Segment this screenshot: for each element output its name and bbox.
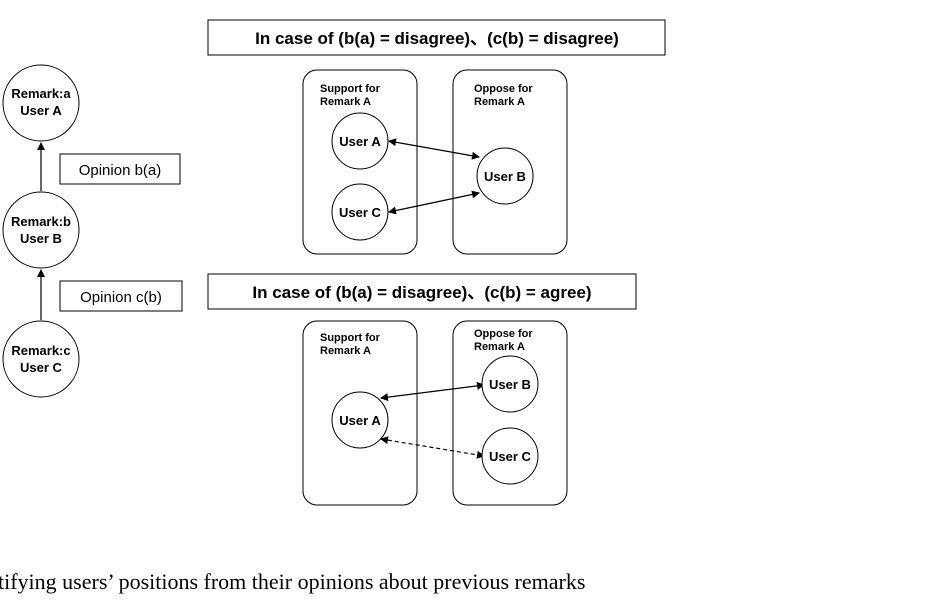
svg-text:User A: User A: [339, 413, 381, 428]
case-2-oppose-subtitle: Remark A: [474, 341, 525, 353]
remark-chain: Remark:a User A Remark:b User B Remark:c…: [2, 64, 183, 398]
svg-text:User A: User A: [339, 134, 381, 149]
remark-a-user: User A: [20, 103, 62, 118]
svg-text:User C: User C: [489, 449, 532, 464]
remark-b-title: Remark:b: [11, 214, 71, 229]
case-1-support-subtitle: Remark A: [320, 96, 371, 108]
case-2: In case of (b(a) = disagree)、(c(b) = agr…: [207, 273, 637, 506]
case-1-user-c: User C: [331, 183, 389, 241]
case-1-arrow-c-b: [388, 190, 480, 215]
case-1-title-box: In case of (b(a) = disagree)、(c(b) = dis…: [207, 19, 666, 56]
figure-caption: tifying users’ positions from their opin…: [0, 569, 585, 594]
case-2-user-a: User A: [331, 391, 389, 449]
svg-text:User B: User B: [484, 169, 526, 184]
case-1: In case of (b(a) = disagree)、(c(b) = dis…: [207, 19, 666, 255]
remark-c-user: User C: [20, 360, 63, 375]
case-1-user-a: User A: [331, 112, 389, 170]
remark-b-node: Remark:b User B: [2, 191, 80, 269]
opinion-cb-label: Opinion c(b): [59, 280, 183, 312]
remark-c-title: Remark:c: [11, 343, 70, 358]
remark-a-title: Remark:a: [11, 86, 71, 101]
case-1-oppose-title: Oppose for: [474, 83, 533, 95]
case-1-arrow-a-b: [388, 138, 480, 160]
case-2-support-subtitle: Remark A: [320, 345, 371, 357]
case-1-title: In case of (b(a) = disagree)、(c(b) = dis…: [255, 29, 619, 48]
remark-b-user: User B: [20, 231, 62, 246]
svg-text:User C: User C: [339, 205, 382, 220]
svg-text:Opinion c(b): Opinion c(b): [80, 289, 162, 306]
case-2-support-title: Support for: [320, 332, 381, 344]
svg-text:Opinion b(a): Opinion b(a): [79, 162, 162, 179]
case-2-oppose-title: Oppose for: [474, 328, 533, 340]
case-2-user-c: User C: [481, 427, 539, 485]
remark-c-node: Remark:c User C: [2, 320, 80, 398]
remark-a-node: Remark:a User A: [2, 64, 80, 142]
svg-text:User B: User B: [489, 377, 531, 392]
case-2-title-box: In case of (b(a) = disagree)、(c(b) = agr…: [207, 273, 637, 310]
case-1-user-b: User B: [476, 147, 534, 205]
case-1-oppose-subtitle: Remark A: [474, 96, 525, 108]
case-2-arrow-a-c: [380, 436, 485, 459]
opinion-ba-label: Opinion b(a): [59, 153, 181, 185]
case-2-oppose-group: Oppose for Remark A: [452, 320, 568, 506]
case-1-support-title: Support for: [320, 83, 381, 95]
case-2-title: In case of (b(a) = disagree)、(c(b) = agr…: [252, 283, 591, 302]
case-2-arrow-a-b: [380, 381, 485, 402]
case-2-user-b: User B: [481, 355, 539, 413]
